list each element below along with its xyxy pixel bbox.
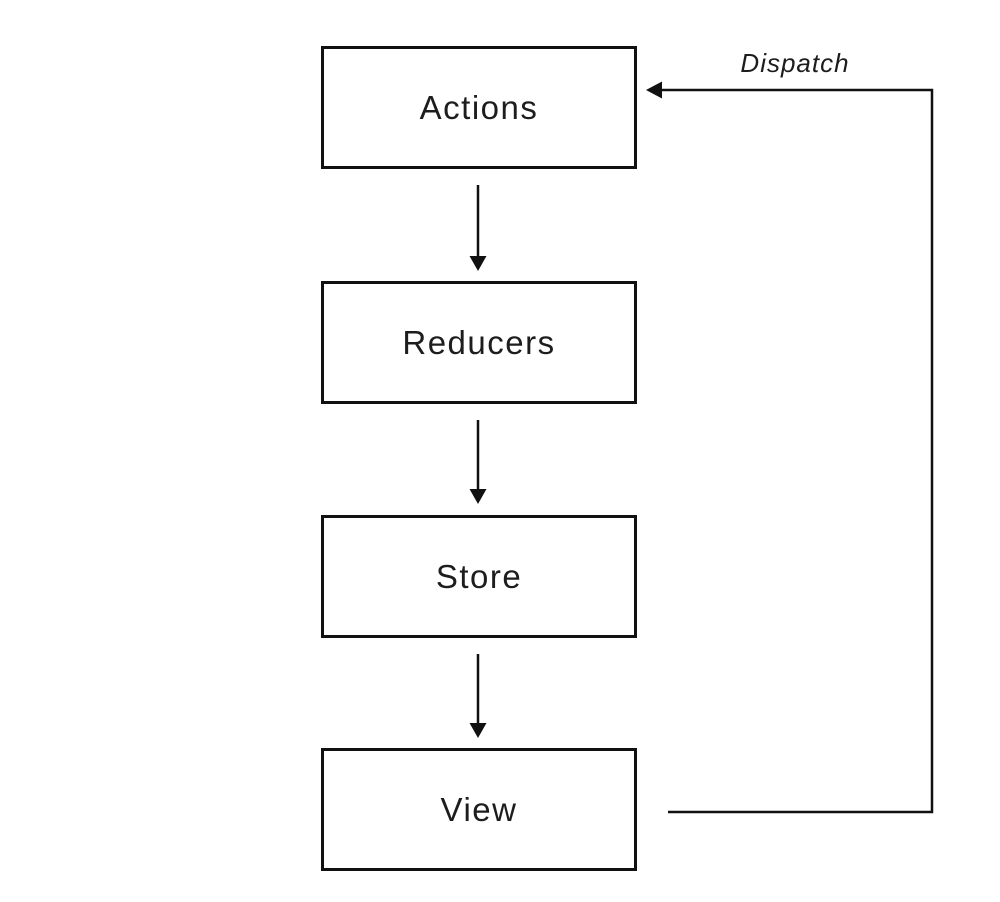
node-store: Store bbox=[321, 515, 637, 638]
arrow-actions-to-reducers bbox=[469, 185, 487, 271]
dispatch-edge-label: Dispatch bbox=[740, 48, 850, 78]
node-view-label: View bbox=[440, 790, 518, 828]
node-view: View bbox=[321, 748, 637, 871]
dispatch-loop-arrow bbox=[646, 81, 934, 814]
node-actions: Actions bbox=[321, 46, 637, 169]
node-actions-label: Actions bbox=[419, 88, 539, 126]
node-reducers-label: Reducers bbox=[402, 323, 556, 361]
node-reducers: Reducers bbox=[321, 281, 637, 404]
node-store-label: Store bbox=[435, 557, 523, 595]
arrow-store-to-view bbox=[469, 654, 487, 738]
arrow-reducers-to-store bbox=[469, 420, 487, 504]
